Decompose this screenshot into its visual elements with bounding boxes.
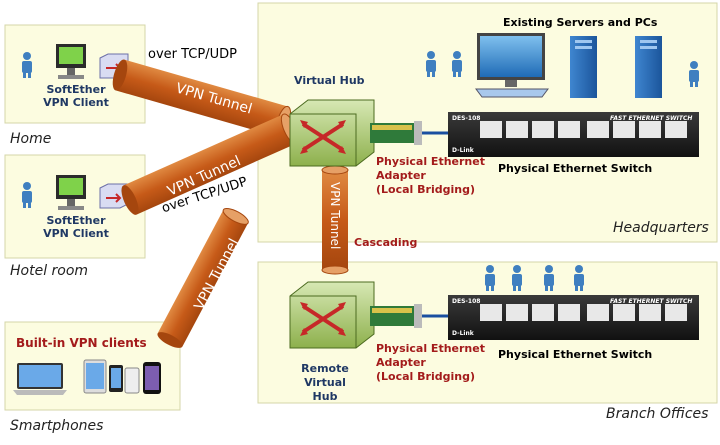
hotel-client-label: SoftEther VPN Client	[43, 214, 109, 240]
ethernet-adapter-icon	[370, 121, 422, 328]
remote-virtual-hub-icon	[289, 281, 375, 349]
home-caption: Home	[10, 131, 52, 147]
cascading-label: Cascading	[354, 236, 418, 249]
hotel-caption: Hotel room	[10, 263, 89, 279]
home-client-label: SoftEther VPN Client	[43, 83, 109, 109]
switch-title-label: FAST ETHERNET SWITCH	[610, 298, 692, 305]
remote-virtual-hub-label: Remote Virtual Hub	[301, 362, 349, 403]
tunnel-label-cascade: VPN Tunnel	[328, 182, 342, 249]
switch-title-label: FAST ETHERNET SWITCH	[610, 115, 692, 122]
headquarters-caption: Headquarters	[613, 220, 709, 236]
adapter-label: Physical Ethernet Adapter (Local Bridgin…	[376, 155, 485, 196]
switch-model-label: DES-108	[452, 298, 480, 305]
virtual-hub-icon	[289, 99, 375, 167]
switch-brand-label: D-Link	[452, 330, 475, 337]
ethernet-cable	[422, 131, 448, 318]
virtual-hub-label: Virtual Hub	[294, 74, 365, 87]
switch-label: Physical Ethernet Switch	[498, 162, 653, 175]
branch-caption: Branch Offices	[606, 406, 709, 422]
devices-icon	[13, 359, 161, 395]
over-tcp-label: over TCP/UDP	[148, 47, 237, 62]
switch-brand-label: D-Link	[452, 147, 475, 154]
existing-servers-label: Existing Servers and PCs	[503, 16, 658, 29]
switch-model-label: DES-108	[452, 115, 480, 122]
computer-icon	[56, 44, 86, 210]
server-icon	[570, 36, 662, 98]
person-icon	[22, 51, 699, 291]
pc-icon	[475, 33, 549, 98]
smartphones-caption: Smartphones	[10, 418, 104, 434]
builtin-label: Built-in VPN clients	[16, 336, 147, 350]
adapter-label: Physical Ethernet Adapter (Local Bridgin…	[376, 342, 485, 383]
switch-label: Physical Ethernet Switch	[498, 348, 653, 361]
ethernet-switch-icon	[448, 112, 699, 340]
